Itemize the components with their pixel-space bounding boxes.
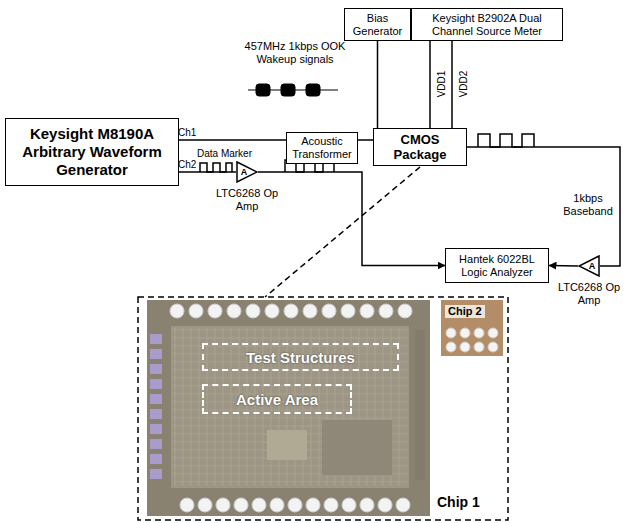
region-box: Active Area <box>202 384 352 414</box>
text-group: Acoustic Transformer <box>287 135 357 161</box>
node-text: Keysight M8190A Arbitrary Waveform Gener… <box>6 125 178 179</box>
connector <box>179 139 286 141</box>
bias-box: Bias Generator <box>344 8 411 41</box>
node-text: Hantek 6022BL Logic Analyzer <box>446 253 548 279</box>
node-text: CMOS Package <box>374 132 466 162</box>
signal-label: Data Marker <box>197 148 252 159</box>
node-text: Bias Generator <box>345 12 410 38</box>
op-amp: ALTC6268 Op Amp <box>578 255 600 277</box>
part-label: LTC6268 Op Amp <box>552 281 626 307</box>
op-amp-symbol-text: A <box>239 167 249 177</box>
connector <box>429 41 431 128</box>
drawing-part <box>281 84 295 96</box>
port-label: Ch1 <box>178 127 198 138</box>
text-group: Keysight B2902A Dual Channel Source Mete… <box>412 12 562 38</box>
region-box: Test Structures <box>202 343 399 371</box>
signal-label: 457MHz 1kbps OOK Wakeup signals <box>243 40 347 66</box>
text-group: Keysight M8190A Arbitrary Waveform Gener… <box>6 125 178 179</box>
connector <box>258 172 445 266</box>
drawing-part <box>256 84 270 96</box>
text-group: Hantek 6022BL Logic Analyzer <box>446 253 548 279</box>
drawing-part <box>478 134 534 147</box>
op-amp: ALTC6268 Op Amp <box>236 161 258 183</box>
generator-box: Keysight M8190A Arbitrary Waveform Gener… <box>5 118 179 186</box>
chip-photo: Chip 2 <box>441 300 503 356</box>
node-text: Acoustic Transformer <box>287 135 357 161</box>
source-meter-box: Keysight B2902A Dual Channel Source Mete… <box>411 8 563 41</box>
connector <box>179 171 236 173</box>
analyzer-box: Hantek 6022BL Logic Analyzer <box>445 248 549 283</box>
transformer-box: Acoustic Transformer <box>286 132 358 164</box>
part-label: LTC6268 Op Amp <box>210 187 284 213</box>
region-label: Active Area <box>236 391 318 408</box>
drawing-part <box>306 84 320 96</box>
drawing-part <box>200 163 232 172</box>
connector <box>451 41 453 128</box>
connector <box>377 41 379 128</box>
op-amp-symbol-text: A <box>587 261 597 271</box>
port-label: Ch2 <box>178 159 198 170</box>
drawing-part <box>138 297 508 520</box>
text-group: Bias Generator <box>345 12 410 38</box>
connector <box>358 139 373 141</box>
signal-label: 1kbps Baseband <box>560 192 616 218</box>
connector <box>549 265 578 267</box>
node-text: Keysight B2902A Dual Channel Source Mete… <box>412 12 562 38</box>
region-label: Test Structures <box>246 349 355 366</box>
chip-label: Chip 1 <box>437 494 480 510</box>
zoom-outline <box>138 167 508 520</box>
drawing-part <box>265 167 420 297</box>
chip-photo: Chip 1Test StructuresActive Area <box>147 300 430 516</box>
ook-bursts <box>248 84 338 96</box>
chip-label: Chip 2 <box>445 305 485 318</box>
supply-label: VDD1 <box>436 71 447 98</box>
supply-label: VDD2 <box>458 71 469 98</box>
chip-package-box: CMOS Package <box>373 128 467 166</box>
text-group: CMOS Package <box>374 132 466 162</box>
